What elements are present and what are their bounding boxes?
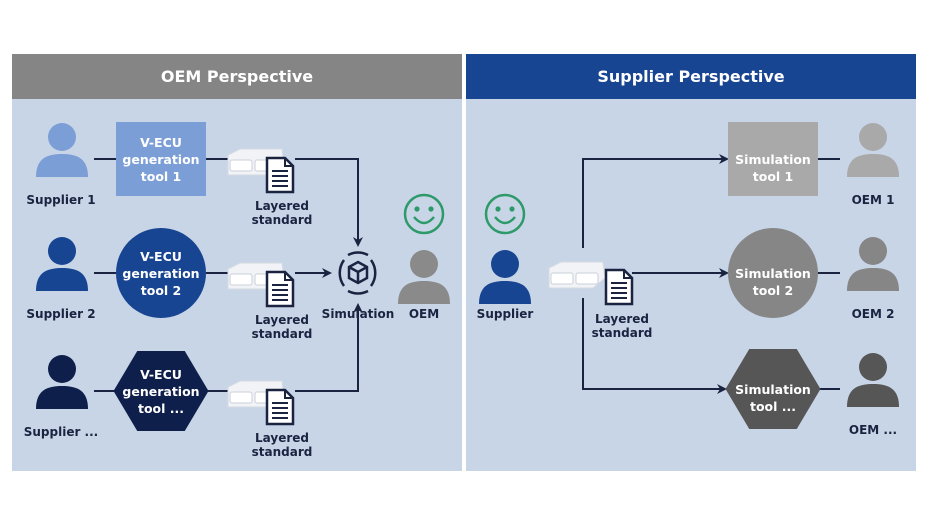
v-ecu-tool-square	[116, 122, 206, 196]
simulation-tool-circle	[728, 228, 818, 318]
smiley-mouth	[494, 216, 516, 225]
smiley-mouth	[413, 216, 435, 225]
dotted-divider	[462, 54, 466, 471]
arrow-to-simulation	[295, 158, 363, 247]
ecu-hardware-icon	[548, 261, 606, 289]
simulation-cycle-icon	[338, 251, 377, 295]
supplier-perspective-header: Supplier Perspective	[466, 54, 916, 99]
smiley-eye	[414, 206, 420, 212]
document-icon	[265, 270, 295, 308]
smiley-eye	[428, 206, 434, 212]
document-icon	[265, 156, 295, 194]
cycle-arc	[369, 259, 377, 287]
supplier-perspective-panel: Supplier Perspective	[466, 54, 916, 471]
supplier-label: Supplier 2	[26, 307, 96, 321]
supplier-label: Supplier	[476, 307, 534, 321]
simulation-tool-square	[728, 122, 818, 196]
document-icon	[604, 268, 634, 306]
supplier-label: Supplier 1	[26, 193, 96, 207]
supplier-label: Supplier ...	[23, 425, 99, 439]
oem-person-icon	[847, 353, 899, 407]
smiley-icon	[403, 193, 445, 235]
cycle-arc-bottom	[347, 289, 369, 295]
supplier-person-icon	[479, 250, 531, 304]
smiley-icon	[484, 193, 526, 235]
simulation-label: Simulation	[321, 307, 395, 321]
oem-person-icon	[847, 237, 899, 291]
oem-label: OEM 1	[851, 193, 895, 207]
cycle-arc	[338, 259, 346, 287]
oem-perspective-header: OEM Perspective	[12, 54, 462, 99]
arrow-to-simulation	[295, 303, 363, 392]
supplier-person-icon	[36, 237, 88, 291]
cube-icon	[347, 260, 369, 285]
arrow-to-simulation-tool	[582, 154, 729, 248]
oem-label: OEM 2	[851, 307, 895, 321]
v-ecu-tool-circle	[116, 228, 206, 318]
smiley-face	[403, 193, 445, 235]
v-ecu-tool-hexagon	[113, 351, 209, 431]
oem-label: OEM ...	[848, 423, 898, 437]
cycle-arc-top	[347, 251, 369, 257]
smiley-eye	[495, 206, 501, 212]
smiley-eye	[509, 206, 515, 212]
arrow-to-simulation-tool	[582, 298, 727, 394]
smiley-face	[484, 193, 526, 235]
document-icon	[265, 388, 295, 426]
supplier-person-icon	[36, 355, 88, 409]
oem-person-icon	[398, 250, 450, 304]
simulation-tool-hexagon	[725, 349, 821, 429]
oem-person-icon	[847, 123, 899, 177]
oem-label: OEM	[408, 307, 440, 321]
supplier-person-icon	[36, 123, 88, 177]
